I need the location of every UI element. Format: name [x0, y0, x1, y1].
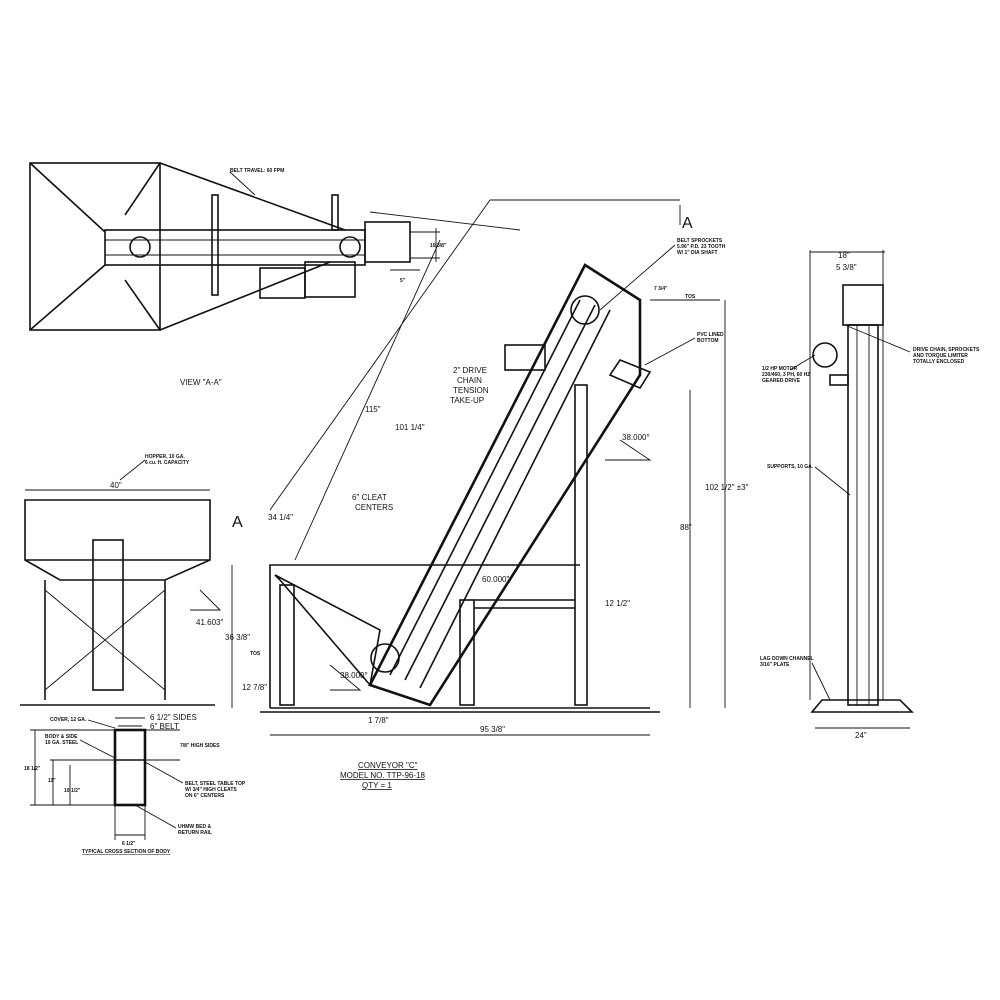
dim-top: 7 3/4"	[654, 286, 668, 292]
svg-text:TAKE-UP: TAKE-UP	[450, 396, 484, 405]
cross-section-title: TYPICAL CROSS SECTION OF BODY	[82, 849, 171, 855]
dim-c: 10 1/2"	[64, 788, 81, 794]
svg-text:MODEL NO. TTP-96-18: MODEL NO. TTP-96-18	[340, 771, 425, 780]
end-view: 18" 5 3/8" 1/2 HP MOTOR 230/460, 3 PH, 6…	[760, 250, 980, 740]
dim-b: 11"	[48, 778, 56, 784]
svg-text:DRIVE CHAIN, SPROCKETS: DRIVE CHAIN, SPROCKETS	[913, 347, 980, 353]
dim-height: 102 1/2" ±3"	[705, 483, 749, 492]
hopper-note: HOPPER, 10 GA. 6 cu. ft. CAPACITY	[145, 454, 190, 466]
dim-115: 115"	[365, 405, 381, 414]
hopper-view: HOPPER, 10 GA. 6 cu. ft. CAPACITY 40"	[20, 454, 215, 706]
dim-34: 34 1/4"	[268, 513, 293, 522]
svg-text:BODY & SIDE: BODY & SIDE	[45, 734, 78, 740]
title-block: CONVEYOR "C" MODEL NO. TTP-96-18 QTY = 1	[340, 761, 425, 790]
dim-60: 60.000"	[482, 575, 509, 584]
svg-text:UHMW BED &: UHMW BED &	[178, 824, 211, 830]
belt-label: 6" BELT	[150, 722, 179, 731]
cleat-note: 6" CLEAT CENTERS	[352, 493, 393, 512]
dim-24: 24"	[855, 731, 867, 740]
lag-note: LAG DOWN CHANNEL 3/16" PLATE	[760, 656, 814, 668]
dim-a: 18 1/2"	[24, 766, 41, 772]
svg-text:W/ 3/4" HIGH CLEATS: W/ 3/4" HIGH CLEATS	[185, 787, 237, 793]
svg-text:BELT SPROCKETS: BELT SPROCKETS	[677, 238, 723, 244]
svg-text:LAG DOWN CHANNEL: LAG DOWN CHANNEL	[760, 656, 814, 662]
section-marker-a-left: A	[232, 514, 243, 531]
svg-text:3/16" PLATE: 3/16" PLATE	[760, 662, 790, 668]
supports-note: SUPPORTS, 10 GA.	[767, 464, 814, 470]
side-view: A A BELT SPROCKETS 5.96" P.D. 23 TOOTH W…	[190, 199, 749, 736]
dim-offset: 5"	[400, 278, 406, 284]
dim-1: 1 7/8"	[368, 716, 389, 725]
dim-12a: 12 1/2"	[605, 599, 630, 608]
sides-label: 6 1/2" SIDES	[150, 713, 197, 722]
belt-note: BELT, STEEL TABLE TOP W/ 3/4" HIGH CLEAT…	[185, 781, 246, 799]
svg-text:6" CLEAT: 6" CLEAT	[352, 493, 387, 502]
belt-travel-label: BELT TRAVEL: 60 FPM	[230, 168, 284, 174]
svg-text:TENSION: TENSION	[453, 386, 489, 395]
svg-text:W/ 1" DIA SHAFT: W/ 1" DIA SHAFT	[677, 250, 718, 256]
svg-text:GEARED DRIVE: GEARED DRIVE	[762, 378, 801, 384]
svg-text:CHAIN: CHAIN	[457, 376, 482, 385]
cover-note: COVER, 12 GA.	[50, 717, 87, 723]
svg-text:2" DRIVE: 2" DRIVE	[453, 366, 487, 375]
svg-text:5.96" P.D. 23 TOOTH: 5.96" P.D. 23 TOOTH	[677, 244, 726, 250]
return-note: UHMW BED & RETURN RAIL	[178, 824, 212, 836]
dim-41: 41.603"	[196, 618, 223, 627]
angle-top: 38.000°	[622, 433, 650, 442]
svg-text:AND TORQUE LIMITER: AND TORQUE LIMITER	[913, 353, 968, 359]
svg-text:TOTALLY ENCLOSED: TOTALLY ENCLOSED	[913, 359, 965, 365]
svg-text:CENTERS: CENTERS	[355, 503, 393, 512]
svg-text:1/2 HP MOTOR: 1/2 HP MOTOR	[762, 366, 797, 372]
drive-note: 2" DRIVE CHAIN TENSION TAKE-UP	[450, 366, 489, 405]
svg-text:CONVEYOR "C": CONVEYOR "C"	[358, 761, 418, 770]
high-sides-label: 7/8" HIGH SIDES	[180, 743, 220, 749]
dim-12b: 12 7/8"	[242, 683, 267, 692]
dim-40: 40"	[110, 481, 122, 490]
drive-chain-note: DRIVE CHAIN, SPROCKETS AND TORQUE LIMITE…	[913, 347, 980, 365]
dim-18: 18"	[838, 251, 850, 260]
dim-88: 88"	[680, 523, 692, 532]
motor-note: 1/2 HP MOTOR 230/460, 3 PH, 60 HZ GEARED…	[762, 366, 810, 384]
svg-text:6 cu. ft. CAPACITY: 6 cu. ft. CAPACITY	[145, 460, 190, 466]
sprockets-note: BELT SPROCKETS 5.96" P.D. 23 TOOTH W/ 1"…	[677, 238, 726, 256]
dim-width: 10 3/8"	[430, 243, 447, 249]
svg-text:RETURN RAIL: RETURN RAIL	[178, 830, 212, 836]
svg-text:BOTTOM: BOTTOM	[697, 338, 719, 344]
section-marker-a-top: A	[682, 215, 693, 232]
body-note: BODY & SIDE 10 GA. STEEL	[45, 734, 78, 746]
svg-text:ON 6" CENTERS: ON 6" CENTERS	[185, 793, 225, 799]
svg-text:BELT, STEEL TABLE TOP: BELT, STEEL TABLE TOP	[185, 781, 246, 787]
tos-bottom: TOS	[250, 651, 261, 657]
cross-section: COVER, 12 GA. BODY & SIDE 10 GA. STEEL 6…	[24, 713, 246, 855]
dim-5: 5 3/8"	[836, 263, 857, 272]
svg-text:HOPPER, 10 GA.: HOPPER, 10 GA.	[145, 454, 185, 460]
pvc-note: PVC LINED BOTTOM	[697, 332, 724, 344]
svg-text:10 GA. STEEL: 10 GA. STEEL	[45, 740, 78, 746]
tos-top: TOS	[685, 294, 696, 300]
view-label: VIEW "A-A"	[180, 378, 222, 387]
svg-text:QTY = 1: QTY = 1	[362, 781, 392, 790]
dim-d: 6 1/2"	[122, 841, 136, 847]
dim-95: 95 3/8"	[480, 725, 505, 734]
top-view: BELT TRAVEL: 60 FPM 10 3/8" 5" VIEW "A-A…	[29, 162, 447, 387]
dim-36: 36 3/8"	[225, 633, 250, 642]
angle-bottom: 38.000°	[340, 671, 368, 680]
svg-text:PVC LINED: PVC LINED	[697, 332, 724, 338]
svg-text:230/460, 3 PH, 60 HZ: 230/460, 3 PH, 60 HZ	[762, 372, 810, 378]
dim-101: 101 1/4"	[395, 423, 425, 432]
